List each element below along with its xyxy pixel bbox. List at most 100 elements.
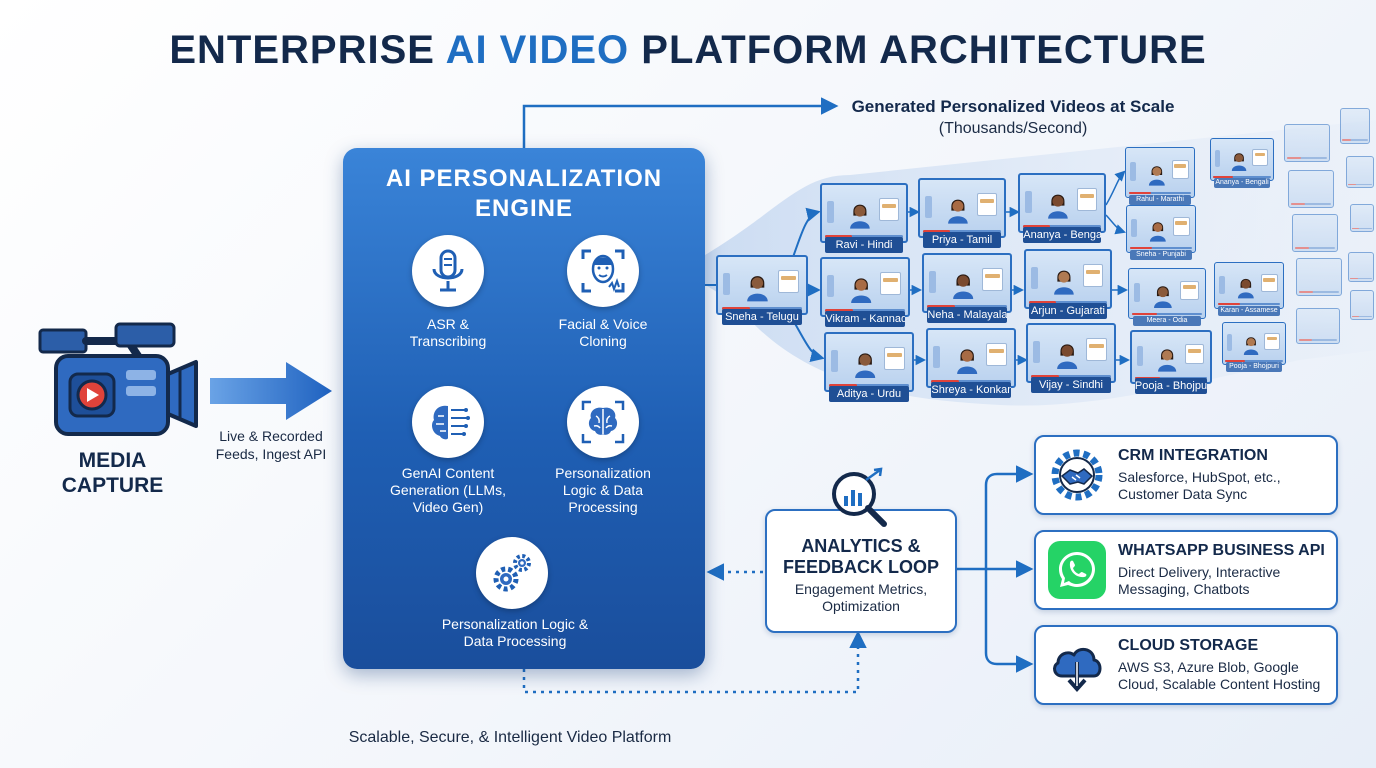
sidebar-graphic: [1031, 266, 1038, 290]
whatsapp-title: WHATSAPP BUSINESS API: [1118, 542, 1325, 559]
faded-video-thumbnail: [1296, 258, 1342, 296]
video-thumbnail[interactable]: Ananya - Bengali: [1018, 173, 1106, 243]
video-progress-bar: [1298, 291, 1340, 293]
video-thumbnail[interactable]: Meera - Odia: [1128, 268, 1206, 326]
video-thumbnail[interactable]: Sneha - Punjabi: [1126, 205, 1196, 260]
video-thumbnail[interactable]: Sneha - Telugu: [716, 255, 808, 325]
title-part2: PLATFORM ARCHITECTURE: [629, 28, 1207, 72]
whatsapp-business-card[interactable]: WHATSAPP BUSINESS API Direct Delivery, I…: [1034, 530, 1338, 610]
product-graphic: [1180, 280, 1199, 301]
video-thumbnail[interactable]: Shreya - Konkani: [926, 328, 1016, 398]
sidebar-graphic: [1226, 334, 1232, 351]
whatsapp-description: Direct Delivery, Interactive Messaging, …: [1118, 564, 1281, 597]
person-avatar-icon: [1053, 270, 1074, 295]
product-graphic: [880, 272, 902, 295]
genai-node[interactable]: [412, 386, 484, 458]
faded-video-thumbnail: [1296, 308, 1340, 344]
video-thumbnail[interactable]: Pooja - Bhojpuri: [1222, 322, 1286, 372]
video-progress-bar: [1298, 339, 1338, 341]
face-scan-icon: [581, 249, 625, 293]
video-progress-bar: [1029, 300, 1107, 304]
asr-node[interactable]: [412, 235, 484, 307]
video-frame: [824, 332, 914, 392]
faded-video-thumbnail: [1350, 204, 1374, 232]
engine-title: AI PERSONALIZATION ENGINE: [385, 165, 663, 222]
personalization-logic-node[interactable]: [567, 386, 639, 458]
video-thumbnail[interactable]: Neha - Malayalam: [922, 253, 1012, 323]
video-label: Vijay - Sindhi: [1031, 377, 1111, 393]
video-progress-bar: [1348, 183, 1372, 186]
video-label: Pooja - Bhojpuri: [1134, 378, 1208, 394]
video-label: Meera - Odia: [1132, 316, 1202, 326]
personalization-gears-label: Personalization Logic & Data Processing: [441, 616, 589, 649]
person-avatar-icon: [1237, 278, 1254, 299]
page-title: ENTERPRISE AI VIDEO PLATFORM ARCHITECTUR…: [0, 28, 1376, 73]
video-progress-bar: [1023, 224, 1101, 228]
product-graphic: [1260, 273, 1278, 292]
video-thumbnail[interactable]: Ananya - Bengali: [1210, 138, 1274, 188]
product-graphic: [1184, 344, 1204, 364]
person-avatar-icon: [1047, 194, 1068, 219]
video-frame: [1284, 124, 1330, 162]
whatsapp-icon: [1048, 541, 1106, 599]
crm-integration-card[interactable]: CRM INTEGRATION Salesforce, HubSpot, etc…: [1034, 435, 1338, 515]
video-thumbnail[interactable]: Ravi - Hindi: [820, 183, 908, 253]
faded-video-thumbnail: [1292, 214, 1338, 252]
video-frame: [922, 253, 1012, 313]
video-progress-bar: [931, 379, 1011, 383]
facial-voice-node[interactable]: [567, 235, 639, 307]
video-frame: [918, 178, 1006, 238]
video-frame: [1348, 252, 1374, 282]
video-progress-bar: [1294, 247, 1336, 249]
title-part1: ENTERPRISE: [169, 28, 446, 72]
person-avatar-icon: [850, 278, 871, 304]
sidebar-graphic: [1025, 190, 1032, 214]
video-thumbnail[interactable]: Vikram - Kannada: [820, 257, 910, 327]
ingest-arrow-icon: [210, 362, 332, 420]
sidebar-graphic: [827, 200, 834, 224]
video-progress-bar: [825, 234, 903, 238]
person-avatar-icon: [1149, 222, 1166, 242]
video-thumbnail[interactable]: Karan - Assamese: [1214, 262, 1284, 316]
video-progress-bar: [923, 229, 1001, 233]
video-thumbnail[interactable]: Vijay - Sindhi: [1026, 323, 1116, 393]
video-label: Priya - Tamil: [923, 232, 1001, 248]
video-progress-bar: [1128, 191, 1192, 195]
video-thumbnail[interactable]: Rahul - Marathi: [1125, 147, 1195, 205]
video-frame: [820, 257, 910, 317]
sidebar-graphic: [1214, 150, 1220, 167]
video-thumbnail[interactable]: Priya - Tamil: [918, 178, 1006, 248]
person-avatar-icon: [1148, 166, 1165, 186]
video-frame: [1214, 262, 1284, 309]
video-thumbnail[interactable]: Pooja - Bhojpuri: [1130, 330, 1212, 394]
product-graphic: [878, 198, 900, 221]
video-label: Rahul - Marathi: [1129, 195, 1191, 205]
sidebar-graphic: [827, 274, 835, 298]
video-frame: [1024, 249, 1112, 309]
video-frame: [1350, 290, 1374, 320]
person-avatar-icon: [952, 274, 973, 300]
video-progress-bar: [829, 383, 909, 387]
personalization-gears-node[interactable]: [476, 537, 548, 609]
person-avatar-icon: [947, 199, 968, 224]
video-progress-bar: [1290, 203, 1332, 205]
product-graphic: [1082, 264, 1104, 287]
video-thumbnail[interactable]: Arjun - Gujarati: [1024, 249, 1112, 319]
product-graphic: [986, 343, 1008, 366]
product-graphic: [1172, 217, 1190, 236]
magnifier-chart-icon: [832, 467, 887, 527]
video-frame: [716, 255, 808, 315]
sidebar-graphic: [1131, 218, 1137, 238]
sidebar-graphic: [1219, 275, 1225, 294]
sidebar-graphic: [1133, 282, 1140, 303]
video-thumbnail[interactable]: Aditya - Urdu: [824, 332, 914, 402]
product-graphic: [982, 268, 1004, 291]
video-frame: [926, 328, 1016, 388]
video-label: Vikram - Kannada: [825, 311, 905, 327]
cloud-storage-title: CLOUD STORAGE: [1118, 637, 1259, 654]
video-label: Pooja - Bhojpuri: [1225, 362, 1283, 372]
person-avatar-icon: [956, 349, 977, 375]
cloud-storage-card[interactable]: CLOUD STORAGE AWS S3, Azure Blob, Google…: [1034, 625, 1338, 705]
media-capture-label: MEDIA CAPTURE: [61, 449, 164, 497]
faded-video-thumbnail: [1348, 252, 1374, 282]
